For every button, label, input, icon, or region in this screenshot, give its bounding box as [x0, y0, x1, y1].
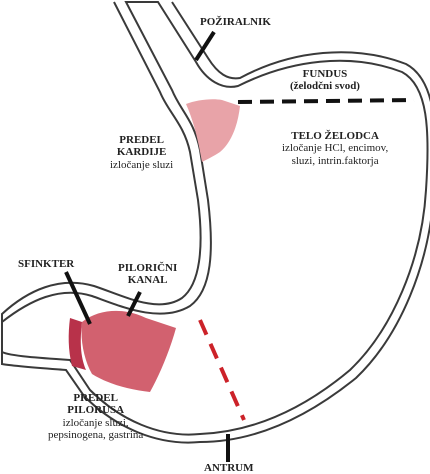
pilorus-desc-1: izločanje sluzi,	[48, 417, 143, 429]
poziralnik-pointer	[196, 32, 214, 60]
poziralnik-title: POŽIRALNIK	[200, 16, 271, 28]
pilorus-desc-2: pepsinogena, gastrina	[48, 429, 143, 441]
kardija-label: PREDEL KARDIJE izločanje sluzi	[110, 134, 173, 171]
kanal-label: PILORIČNI KANAL	[118, 262, 177, 287]
antrum-boundary-line	[200, 320, 244, 420]
poziralnik-label: POŽIRALNIK	[200, 16, 271, 28]
stomach-inner-wall	[2, 2, 430, 443]
sfinkter-title: SFINKTER	[18, 258, 74, 270]
kardija-title-2: KARDIJE	[110, 146, 173, 158]
sfinkter-pointer	[66, 272, 90, 324]
kanal-pointer	[128, 292, 140, 316]
pylorus-region	[81, 311, 176, 392]
kardija-title-1: PREDEL	[110, 134, 173, 146]
sfinkter-label: SFINKTER	[18, 258, 74, 270]
telo-label: TELO ŽELODCA izločanje HCl, encimov, slu…	[282, 130, 388, 167]
telo-desc-2: sluzi, intrin.faktorja	[282, 155, 388, 167]
fundus-title: FUNDUS	[290, 68, 360, 80]
fundus-boundary-line	[238, 100, 414, 102]
kanal-title-2: KANAL	[118, 274, 177, 286]
kardija-desc: izločanje sluzi	[110, 159, 173, 171]
antrum-title: ANTRUM	[204, 462, 254, 474]
fundus-label: FUNDUS (želodčni svod)	[290, 68, 360, 93]
telo-desc-1: izločanje HCl, encimov,	[282, 142, 388, 154]
pilorus-title-1: PREDEL	[48, 392, 143, 404]
telo-title: TELO ŽELODCA	[282, 130, 388, 142]
pilorus-label: PREDEL PILORUSA izločanje sluzi, pepsino…	[48, 392, 143, 441]
kanal-title-1: PILORIČNI	[118, 262, 177, 274]
fundus-subtitle: (želodčni svod)	[290, 80, 360, 92]
pilorus-title-2: PILORUSA	[48, 404, 143, 416]
antrum-label: ANTRUM	[204, 462, 254, 474]
